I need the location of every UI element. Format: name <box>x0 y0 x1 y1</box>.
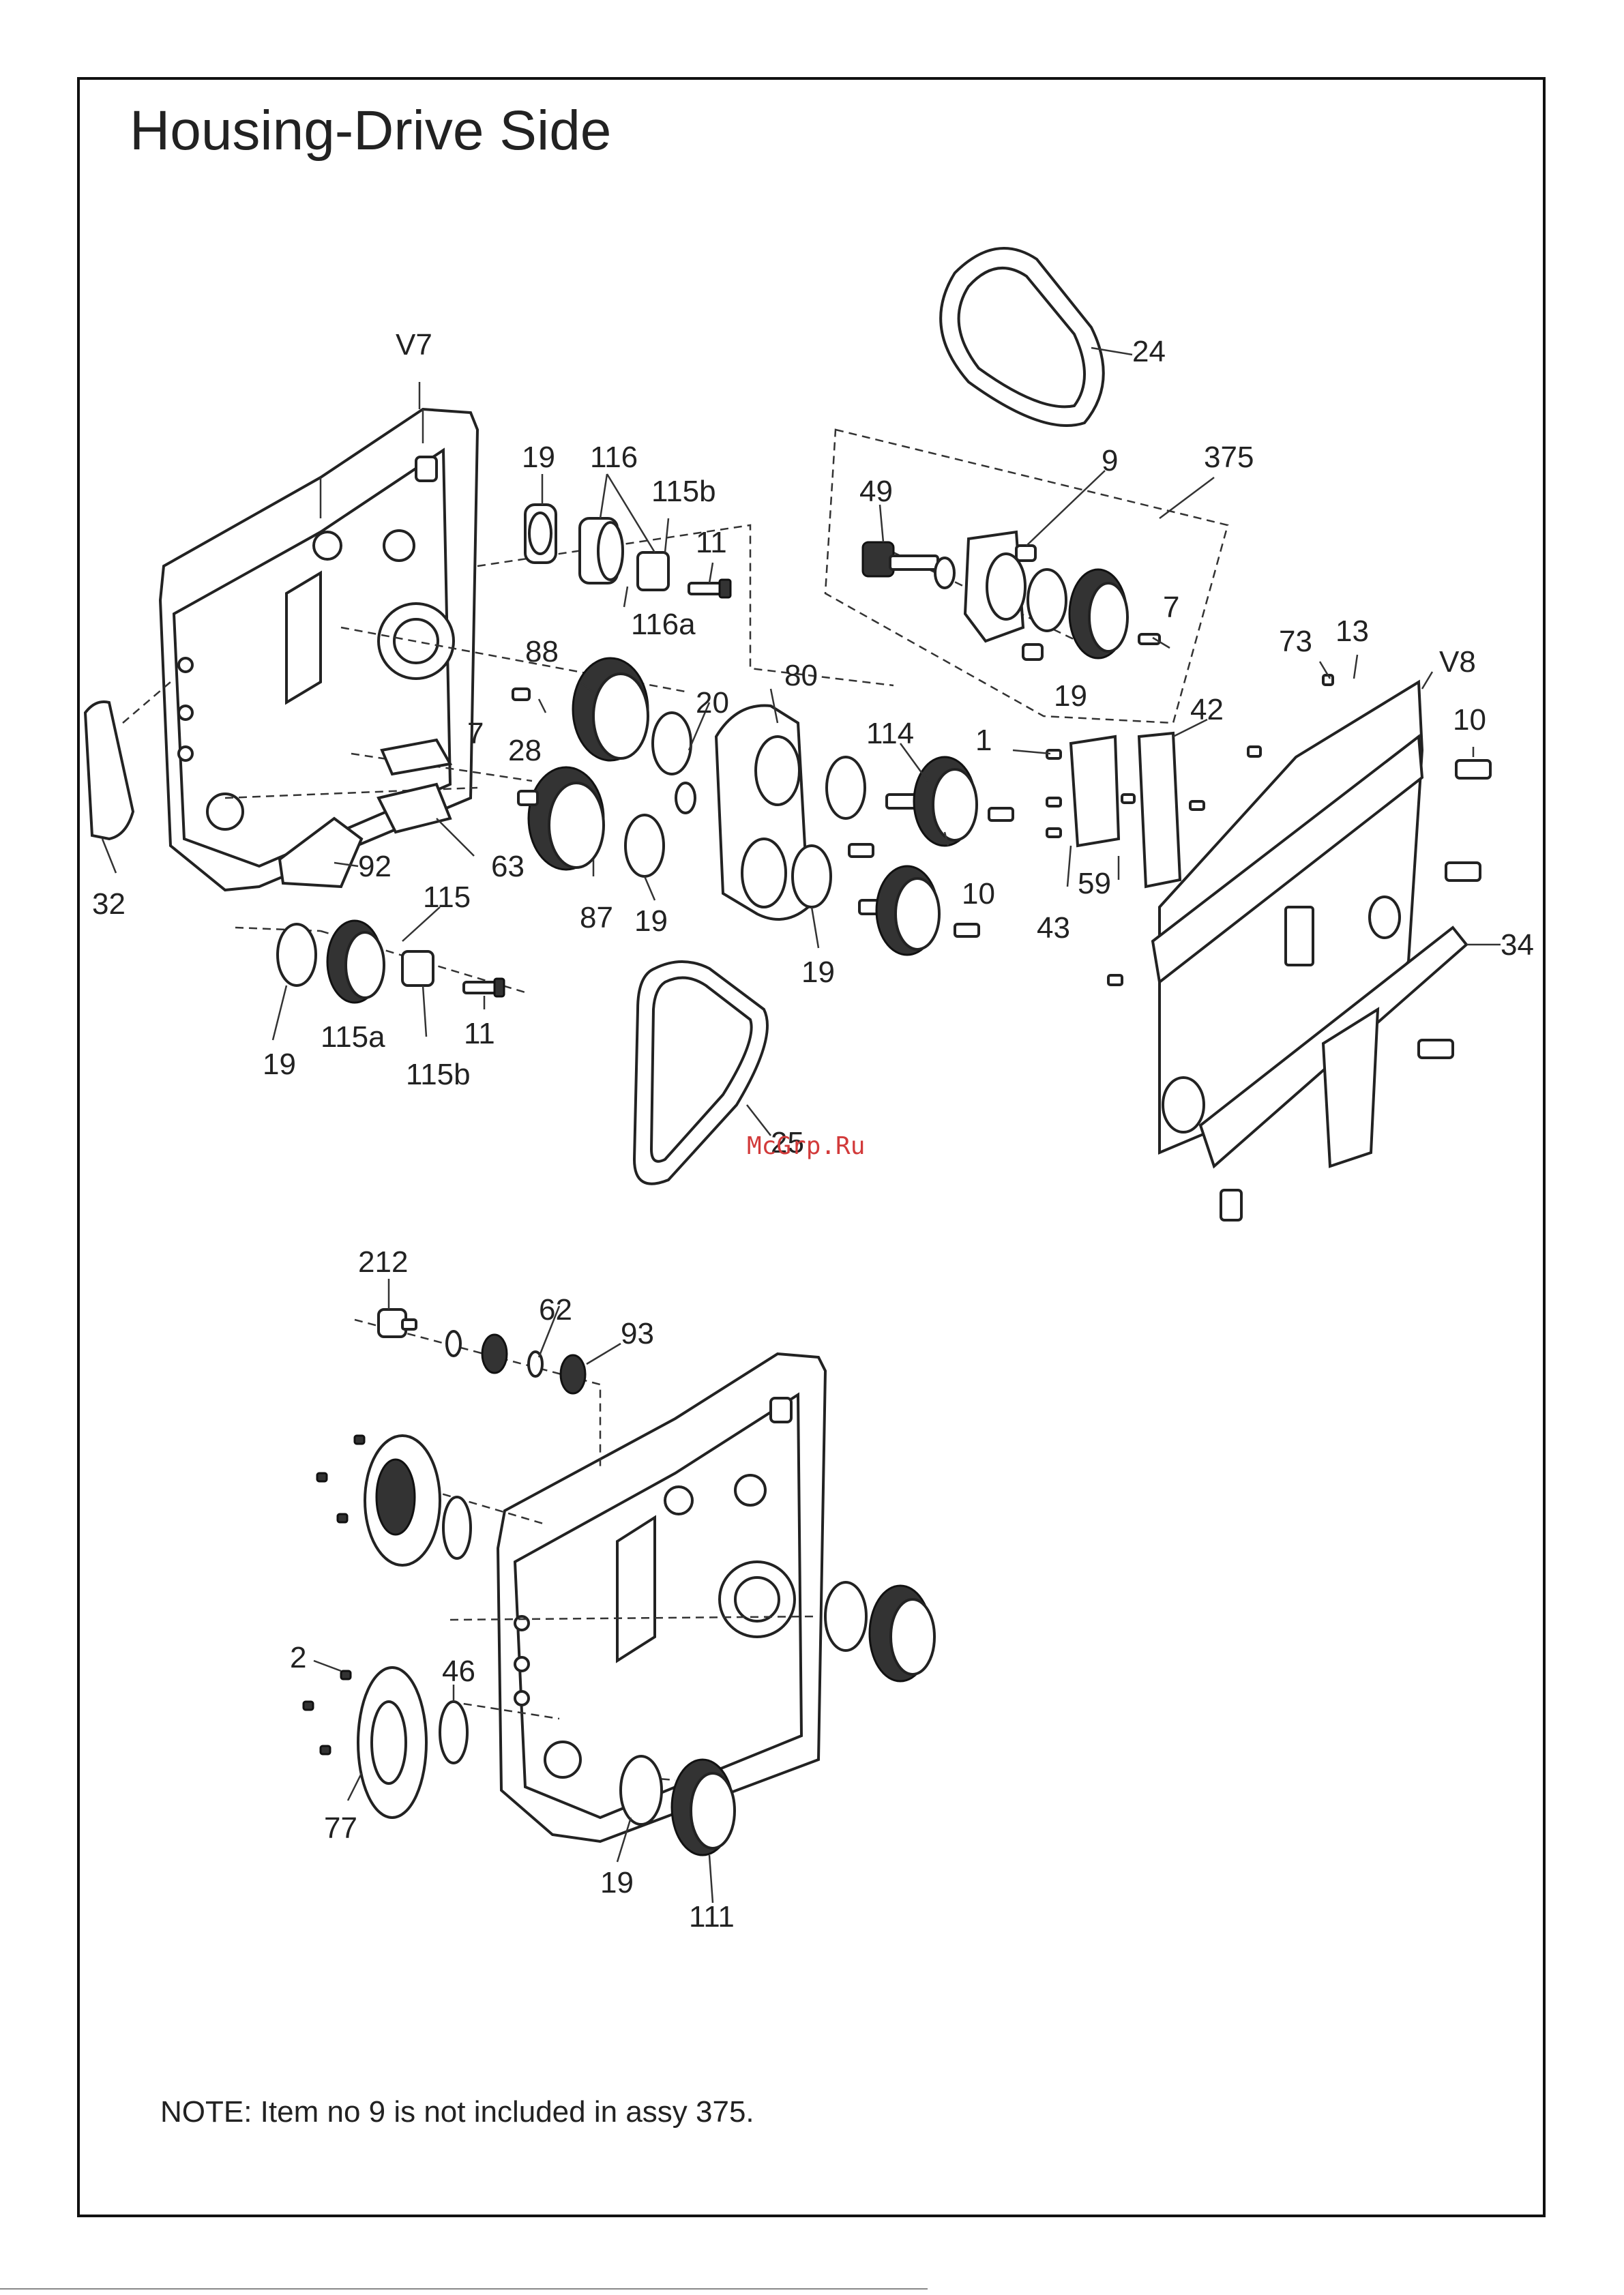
plate-80 <box>625 706 865 919</box>
label-7b: 7 <box>467 717 484 750</box>
label-20: 20 <box>696 686 729 720</box>
label-19b: 19 <box>1054 679 1087 713</box>
label-34: 34 <box>1501 928 1534 962</box>
housing-lower <box>498 1354 825 1841</box>
label-7a: 7 <box>1163 591 1179 624</box>
note-text: NOTE: Item no 9 is not included in assy … <box>160 2095 754 2129</box>
label-24: 24 <box>1132 335 1166 368</box>
label-13: 13 <box>1335 615 1369 648</box>
brackets-42-43 <box>1047 733 1204 887</box>
label-115a: 115a <box>321 1020 385 1054</box>
label-v8: V8 <box>1439 645 1476 679</box>
label-49: 49 <box>859 475 893 508</box>
label-115: 115 <box>423 880 471 914</box>
label-11a: 11 <box>696 526 727 559</box>
label-19e: 19 <box>263 1048 296 1081</box>
label-19d: 19 <box>801 956 835 989</box>
label-10a: 10 <box>1453 703 1486 737</box>
label-80: 80 <box>784 659 818 692</box>
label-88: 88 <box>525 635 559 668</box>
label-375: 375 <box>1204 441 1254 474</box>
label-46: 46 <box>442 1655 475 1688</box>
label-116: 116 <box>590 441 638 474</box>
label-1: 1 <box>975 724 992 757</box>
label-116a: 116a <box>631 608 696 641</box>
label-59: 59 <box>1078 867 1111 900</box>
label-19f: 19 <box>600 1866 634 1899</box>
label-77: 77 <box>324 1811 357 1845</box>
label-87: 87 <box>580 901 613 934</box>
label-111: 111 <box>689 1900 735 1934</box>
label-2: 2 <box>290 1641 306 1674</box>
label-19a: 19 <box>522 441 555 474</box>
end-cap-32 <box>85 702 133 839</box>
label-19c: 19 <box>634 904 668 938</box>
label-115b-a: 115b <box>651 475 716 508</box>
label-v7: V7 <box>396 328 432 361</box>
label-9: 9 <box>1102 444 1118 477</box>
label-43: 43 <box>1037 911 1070 945</box>
label-28: 28 <box>508 734 542 767</box>
label-93: 93 <box>621 1317 654 1350</box>
flange-upper <box>317 1436 471 1565</box>
label-115b-b: 115b <box>406 1058 471 1091</box>
label-114: 114 <box>866 717 914 750</box>
label-73: 73 <box>1279 625 1312 658</box>
footer-divider <box>0 2288 928 2290</box>
label-63: 63 <box>491 850 525 883</box>
label-11b: 11 <box>464 1017 495 1050</box>
watermark: McGrp.Ru <box>747 1132 865 1160</box>
label-92: 92 <box>358 850 392 883</box>
label-42: 42 <box>1190 693 1224 726</box>
label-212: 212 <box>358 1245 408 1279</box>
label-32: 32 <box>92 887 126 921</box>
gears-114 <box>849 757 1013 955</box>
flange-77-washer-46 <box>304 1668 467 1818</box>
label-10b: 10 <box>962 877 995 910</box>
label-62: 62 <box>539 1293 572 1327</box>
